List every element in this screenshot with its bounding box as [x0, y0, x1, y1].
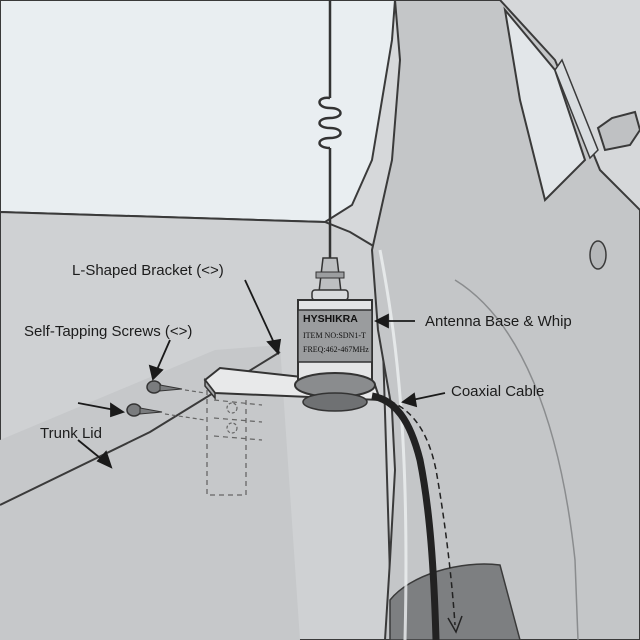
rear-window [0, 0, 397, 224]
seam-line [378, 249, 408, 640]
bracket-hidden-leg [206, 390, 247, 496]
screw-1 [146, 380, 183, 394]
fender-line [454, 279, 579, 640]
coaxial-cable [371, 392, 440, 640]
side-window-2 [554, 58, 599, 160]
screw-2 [126, 403, 163, 417]
callout-antenna-base: Antenna Base & Whip [425, 313, 572, 330]
side-window [503, 6, 587, 202]
callout-trunk-lid: Trunk Lid [40, 425, 102, 442]
callout-coaxial-cable: Coaxial Cable [451, 383, 545, 400]
callout-arrows [77, 279, 446, 469]
antenna-brand: HYSHIKRA [303, 313, 358, 325]
antenna-freq: FREQ:462-467MHz [303, 345, 369, 354]
antenna-coil [318, 96, 342, 150]
callout-l-shaped-bracket: L-Shaped Bracket (<>) [72, 262, 224, 279]
callout-self-tapping-screws: Self-Tapping Screws (<>) [24, 323, 193, 340]
wheel-arch [389, 563, 521, 640]
antenna-item-no: ITEM NO:SDN1-T [303, 331, 366, 340]
cable-route-dashed [379, 397, 456, 626]
door-handle [589, 240, 607, 270]
side-mirror [596, 110, 640, 152]
